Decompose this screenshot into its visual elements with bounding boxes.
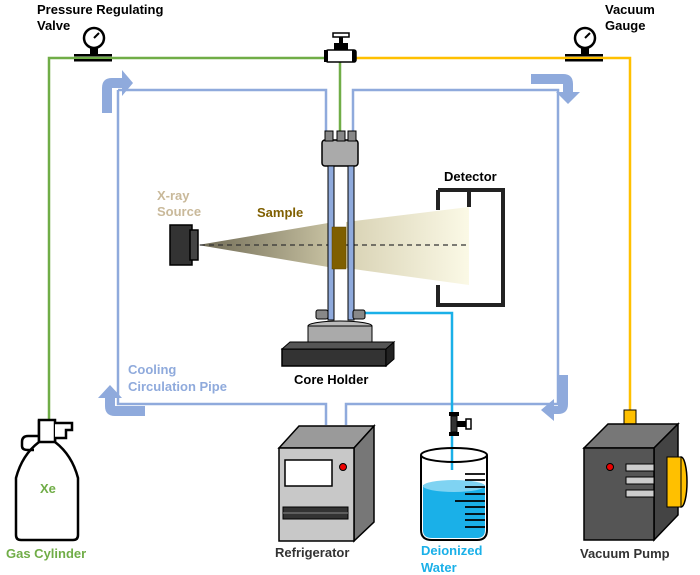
core-holder-icon xyxy=(280,130,396,368)
vacuum-gauge-label: Vacuum xyxy=(605,2,655,17)
detector-label: Detector xyxy=(444,169,497,184)
pressure-valve-label: Pressure Regulating xyxy=(37,2,163,17)
vacuum-gauge-icon xyxy=(565,26,603,62)
vacuum-pump-label: Vacuum Pump xyxy=(580,546,670,561)
sample-label: Sample xyxy=(257,205,303,220)
gas-cylinder-icon xyxy=(14,418,80,542)
xray-source-label-line2: Source xyxy=(157,204,201,219)
xray-source-icon xyxy=(169,224,199,266)
cooling-pipe-label-line2: Circulation Pipe xyxy=(128,379,227,394)
pressure-gauge-icon xyxy=(74,26,112,62)
gas-line xyxy=(47,56,342,468)
beaker-icon xyxy=(420,447,488,541)
xe-label: Xe xyxy=(40,481,56,496)
vacuum-gauge-label-line2: Gauge xyxy=(605,18,645,33)
detector-icon xyxy=(436,188,505,307)
flow-arrow-top-left xyxy=(102,70,133,113)
deionized-water-label-line2: Water xyxy=(421,560,457,575)
cooling-pipe-label: Cooling xyxy=(128,362,176,377)
pressure-valve-label-line2: Valve xyxy=(37,18,70,33)
water-valve-icon xyxy=(449,412,472,436)
flow-arrow-bottom-right xyxy=(541,375,568,421)
deionized-water-label: Deionized xyxy=(421,543,482,558)
vacuum-pump-icon xyxy=(582,409,688,542)
gas-cylinder-label: Gas Cylinder xyxy=(6,546,86,561)
refrigerator-icon xyxy=(277,424,376,543)
flow-arrow-bottom-left xyxy=(98,385,145,416)
vacuum-line xyxy=(350,56,632,410)
top-valve-icon xyxy=(324,32,357,63)
core-holder-label: Core Holder xyxy=(294,372,368,387)
sample-core xyxy=(331,226,347,270)
flow-arrow-top-right xyxy=(531,74,580,104)
xray-source-label: X-ray xyxy=(157,188,190,203)
refrigerator-label: Refrigerator xyxy=(275,545,349,560)
